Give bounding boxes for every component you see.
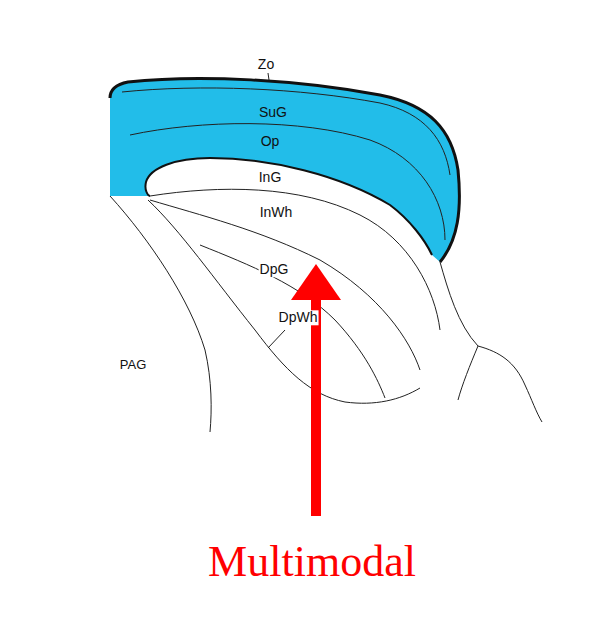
dpwh-pag-boundary [148, 200, 420, 403]
layer-label: Op [260, 134, 281, 149]
layer-label: InWh [259, 205, 294, 220]
dpwh-leader [268, 330, 285, 348]
layer-label: DpWh [278, 310, 319, 325]
layer-label: InG [258, 170, 283, 185]
zo-leader [268, 73, 269, 80]
dorsal-surface [110, 78, 459, 262]
dpg-dpwh-boundary [200, 245, 385, 398]
sug-op-boundary [130, 124, 445, 240]
superficial-layers-band [110, 78, 459, 262]
region-label: PAG [119, 358, 148, 372]
outer-outline-lower [458, 346, 478, 400]
arrow-shaft [311, 296, 321, 516]
arrow-head [291, 264, 341, 300]
layer-label: SuG [258, 105, 288, 120]
input-caption: Multimodal [207, 538, 417, 586]
pag-outline [110, 196, 211, 432]
band-inner-edge [145, 158, 432, 255]
layer-boundaries [110, 189, 542, 432]
zo-boundary [122, 88, 450, 175]
outer-outline [440, 262, 542, 422]
layer-label: Zo [257, 57, 275, 72]
inwh-dpg-boundary [150, 200, 420, 370]
layer-label: DpG [259, 262, 290, 277]
